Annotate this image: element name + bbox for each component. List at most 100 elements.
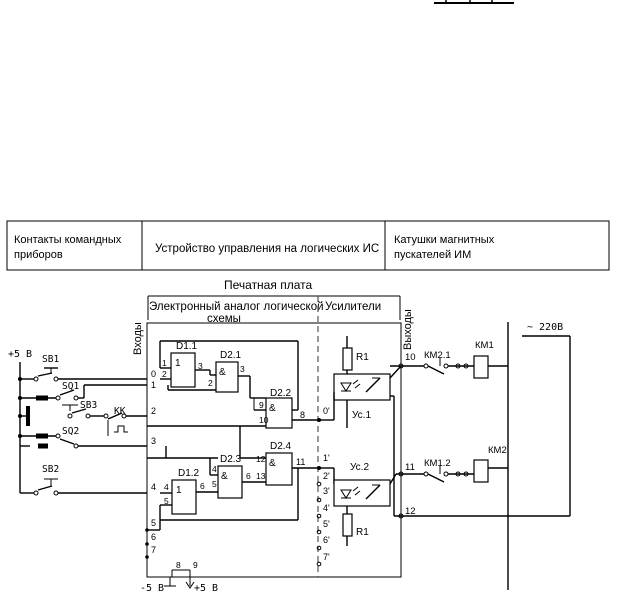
svg-text:4': 4' — [323, 503, 330, 513]
svg-text:Ус.2: Ус.2 — [350, 462, 369, 473]
amp-pins: 0' 1' 2' 3' 4' 5' 6' 7' — [316, 406, 330, 567]
svg-text:5: 5 — [164, 496, 169, 506]
header-col1-line2: приборов — [14, 249, 63, 261]
svg-text:4: 4 — [164, 482, 169, 492]
gate-d2-3: D2.3 & 4 5 6 — [212, 454, 251, 499]
gate-d2-4: D2.4 & 12 13 11 — [256, 441, 305, 486]
svg-text:1: 1 — [175, 358, 181, 369]
svg-text:SB2: SB2 — [42, 464, 59, 475]
svg-text:0': 0' — [323, 406, 330, 416]
svg-text:SB1: SB1 — [42, 354, 59, 365]
svg-text:10: 10 — [259, 415, 269, 425]
supply-ac: ~ 220В — [527, 322, 563, 333]
inputs-label: Входы — [132, 322, 144, 355]
svg-text:6': 6' — [323, 535, 330, 545]
svg-text:КМ1: КМ1 — [475, 340, 494, 351]
svg-text:2': 2' — [323, 471, 330, 481]
switch-sq2: SQ2 — [20, 426, 147, 449]
svg-text:КМ2.1: КМ2.1 — [424, 350, 451, 361]
svg-text:D2.3: D2.3 — [220, 454, 242, 465]
svg-text:D2.2: D2.2 — [270, 388, 292, 399]
svg-text:5': 5' — [323, 519, 330, 529]
svg-text:1: 1 — [162, 358, 167, 368]
svg-text:4: 4 — [151, 482, 156, 492]
header-col3-line2: пускателей ИМ — [394, 249, 471, 261]
wires-d11 — [159, 340, 299, 410]
top-marks — [434, 0, 514, 4]
header-table: Контакты командных приборов Устройство у… — [6, 220, 610, 271]
svg-text:1': 1' — [323, 453, 330, 463]
wires-d22 — [147, 398, 322, 458]
output-terminals: 10 11 12 — [390, 352, 570, 519]
amplifier-2: Ус.2 R1 — [322, 462, 397, 546]
board-title: Печатная плата — [224, 278, 312, 292]
outputs-label: Выходы — [402, 309, 414, 350]
svg-text:9: 9 — [193, 560, 198, 570]
svg-text:8: 8 — [176, 560, 181, 570]
gate-d2-2: D2.2 & 9 10 8 — [259, 388, 305, 429]
svg-text:8: 8 — [300, 410, 305, 420]
supply-plus5-bottom: +5 В — [194, 583, 218, 594]
svg-text:KK: KK — [114, 406, 126, 417]
svg-text:3: 3 — [240, 364, 245, 374]
switch-sb2: SB2 — [20, 464, 147, 496]
svg-text:6: 6 — [246, 471, 251, 481]
board-outline — [146, 322, 402, 578]
power-pins: 8 9 — [164, 560, 198, 589]
supply-plus5: +5 В — [8, 349, 32, 360]
svg-text:КМ1.2: КМ1.2 — [424, 458, 451, 469]
switch-sb1: SB1 — [20, 354, 147, 382]
svg-text:3: 3 — [198, 361, 203, 371]
switch-sb3-kk: SB3 KK — [20, 400, 147, 439]
svg-text:Ус.1: Ус.1 — [352, 410, 371, 421]
gate-d2-1: D2.1 & 2 3 — [208, 350, 245, 393]
svg-text:6: 6 — [200, 481, 205, 491]
wires-d21 — [167, 374, 266, 399]
svg-text:11: 11 — [296, 457, 305, 467]
svg-text:2: 2 — [208, 378, 213, 388]
svg-text:1: 1 — [151, 380, 156, 390]
svg-text:4: 4 — [212, 464, 217, 474]
section-logic-line1: Электронный аналог логической — [149, 301, 324, 313]
svg-text:D2.1: D2.1 — [220, 350, 242, 361]
svg-text:SB3: SB3 — [80, 400, 97, 411]
svg-text:10: 10 — [405, 352, 416, 363]
supply-minus5: -5 В — [140, 583, 164, 594]
output-branch-km1: КМ2.1 КМ1 — [423, 322, 509, 590]
svg-text:3: 3 — [151, 436, 156, 446]
svg-text:D1.2: D1.2 — [178, 468, 200, 479]
svg-text:КМ2: КМ2 — [488, 445, 507, 456]
amplifier-1: R1 Ус.1 — [322, 336, 402, 516]
svg-text:&: & — [219, 367, 226, 378]
left-supply-bus — [18, 362, 22, 493]
input-pins: 0 1 2 3 4 5 6 7 — [145, 369, 156, 559]
svg-text:&: & — [269, 403, 276, 414]
svg-text:SQ1: SQ1 — [62, 381, 79, 392]
svg-text:12: 12 — [256, 454, 266, 464]
header-col1-line1: Контакты командных — [14, 234, 122, 246]
svg-text:3': 3' — [323, 486, 330, 496]
svg-text:R1: R1 — [356, 527, 369, 538]
svg-text:9: 9 — [259, 400, 264, 410]
svg-text:7: 7 — [151, 545, 156, 555]
switch-sq1: SQ1 — [20, 381, 147, 401]
svg-text:0: 0 — [151, 369, 156, 379]
wires-d12 — [147, 491, 218, 531]
svg-text:6: 6 — [151, 532, 156, 542]
header-col2: Устройство управления на логических ИС — [155, 243, 379, 255]
svg-text:13: 13 — [256, 471, 266, 481]
svg-text:SQ2: SQ2 — [62, 426, 79, 437]
svg-text:5: 5 — [151, 518, 156, 528]
gate-d1-1: D1.1 1 1 2 3 — [162, 341, 203, 388]
svg-text:12: 12 — [405, 506, 416, 517]
section-logic-line2: схемы — [207, 313, 241, 325]
section-amp: Усилители — [325, 301, 381, 313]
svg-text:2: 2 — [151, 406, 156, 416]
svg-text:&: & — [269, 458, 276, 469]
header-col3-line1: Катушки магнитных — [394, 234, 495, 246]
ac-rail — [522, 335, 571, 516]
svg-text:5: 5 — [212, 479, 217, 489]
wires-d23 — [147, 446, 266, 483]
svg-text:2: 2 — [162, 369, 167, 379]
